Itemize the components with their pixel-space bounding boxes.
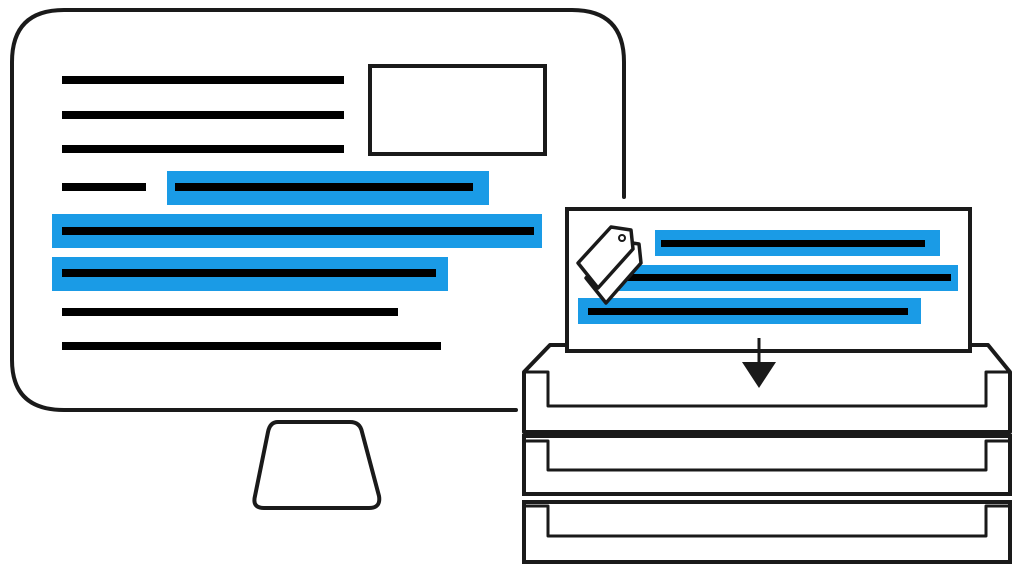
extracted-card [565,207,972,353]
price-tag-icon [576,225,643,305]
text-line [62,111,344,119]
monitor-frame [10,8,626,412]
image-placeholder [368,64,547,156]
arrow-down-icon [742,338,776,388]
text-line-highlighted [588,308,908,315]
text-line-highlighted [62,227,534,235]
text-line-highlighted [175,183,473,191]
text-line-highlighted [62,269,436,277]
text-line [62,308,398,316]
text-line-highlighted [661,240,925,247]
text-line [62,76,344,84]
computer-monitor-icon [10,8,626,510]
stacked-trays-icon [522,343,1012,564]
text-line-highlighted [620,274,951,281]
tray [522,500,1012,564]
text-line [62,342,441,350]
tray [522,434,1012,496]
text-line [62,145,344,153]
monitor-document [52,76,542,350]
text-line [62,183,146,191]
monitor-stand [252,420,382,510]
tray [522,343,1012,434]
